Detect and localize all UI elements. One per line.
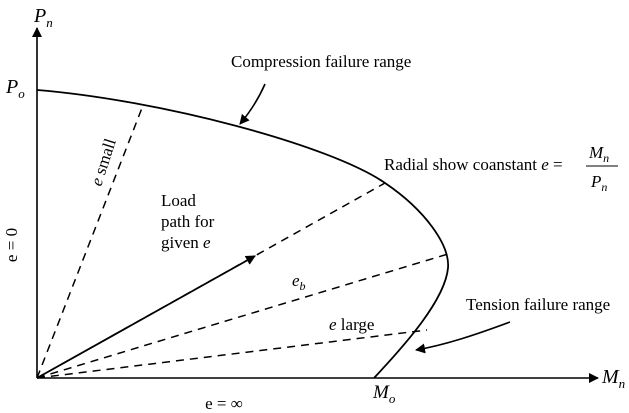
tension-leader-arrow xyxy=(415,321,511,354)
e-small-label: e small xyxy=(87,136,120,188)
compression-failure-label: Compression failure range xyxy=(231,52,411,71)
tension-failure-label: Tension failure range xyxy=(466,295,610,314)
po-label: Po xyxy=(5,76,25,101)
radial-constant-label: Radial show coanstant e = xyxy=(384,155,563,174)
load-path-label-line3: given e xyxy=(161,233,211,252)
y-axis-label: Pn xyxy=(33,5,53,30)
e-small-radial xyxy=(36,107,143,379)
mo-label: Mo xyxy=(372,382,396,406)
e-large-radial xyxy=(36,329,428,379)
load-path-label-line2: path for xyxy=(161,212,215,231)
eb-radial xyxy=(36,253,449,379)
eb-label: eb xyxy=(292,271,306,293)
load-path-arrow xyxy=(36,255,256,379)
e-infinity-caption: e = ∞ xyxy=(205,394,243,413)
load-path-label-line1: Load xyxy=(161,191,196,210)
e-zero-caption: e = 0 xyxy=(2,228,21,262)
radial-fraction-numerator: Mn xyxy=(588,143,609,165)
x-axis-label: Mn xyxy=(601,366,625,391)
interaction-curve xyxy=(36,89,449,379)
radial-fraction-denominator: Pn xyxy=(590,172,607,194)
compression-leader-arrow xyxy=(239,83,266,125)
e-large-label: e large xyxy=(329,315,374,334)
